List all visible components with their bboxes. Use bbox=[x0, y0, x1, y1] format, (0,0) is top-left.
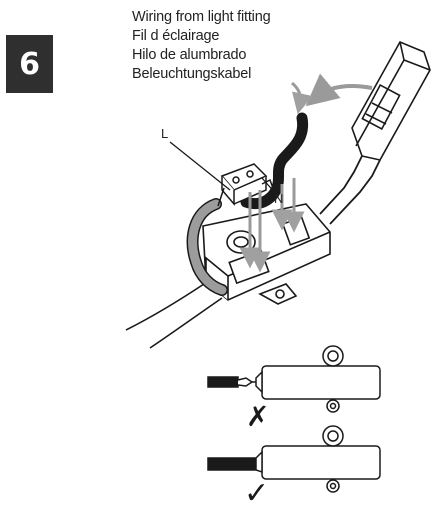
live-leader-line bbox=[169, 141, 231, 191]
neutral-callout: N bbox=[274, 191, 284, 206]
wrong-connection-example bbox=[207, 345, 381, 413]
label-pointer-arrow bbox=[291, 81, 313, 115]
correct-mark-icon: ✓ bbox=[244, 476, 269, 507]
correct-connection-example bbox=[207, 425, 381, 493]
step-number: 6 bbox=[19, 46, 40, 82]
label-english: Wiring from light fitting bbox=[132, 9, 271, 25]
conductors bbox=[217, 178, 277, 207]
live-callout: L bbox=[161, 126, 169, 141]
black-cable bbox=[240, 112, 309, 210]
neutral-leader-line bbox=[261, 177, 277, 195]
curved-arrow-icon bbox=[305, 73, 373, 107]
insertion-arrows bbox=[239, 178, 305, 273]
label-spanish: Hilo de alumbrado bbox=[132, 47, 247, 63]
step-number-badge: 6 bbox=[6, 35, 53, 93]
light-fitting-icon bbox=[319, 40, 431, 225]
label-german: Beleuchtungskabel bbox=[132, 66, 252, 82]
terminal-block-icon bbox=[220, 163, 268, 207]
supply-cable bbox=[125, 281, 223, 349]
wrong-mark-icon: ✗ bbox=[246, 400, 269, 433]
label-french: Fil d éclairage bbox=[132, 28, 220, 44]
